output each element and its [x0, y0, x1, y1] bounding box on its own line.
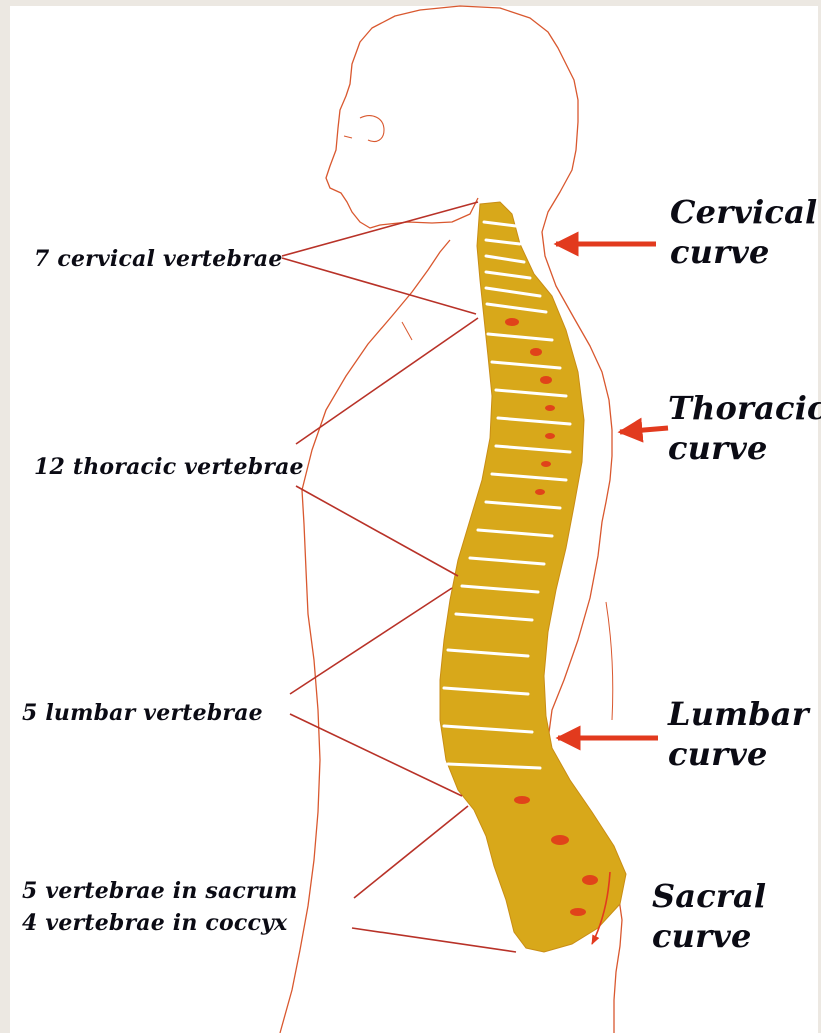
leader-thoracic-top — [296, 318, 478, 444]
label-lumbar-curve-line2: curve — [668, 734, 809, 774]
label-sacral-curve: Sacral curve — [652, 876, 766, 956]
label-coccyx-vertebrae: 4 vertebrae in coccyx — [22, 910, 287, 936]
leader-coccyx — [352, 928, 516, 952]
leader-lumbar-top — [290, 588, 452, 694]
label-sacral-curve-line1: Sacral — [652, 876, 766, 916]
label-lumbar-vertebrae: 5 lumbar vertebrae — [22, 700, 263, 726]
label-sacral-curve-line2: curve — [652, 916, 766, 956]
thoracic-curve-arrow — [620, 428, 668, 432]
label-thoracic-curve-line1: Thoracic — [668, 388, 821, 428]
label-cervical-curve-line2: curve — [670, 232, 817, 272]
label-cervical-curve: Cervical curve — [670, 192, 817, 272]
ear-outline — [360, 116, 384, 142]
eye-detail — [344, 136, 352, 138]
leader-thoracic-bottom — [296, 486, 458, 576]
label-sacrum-vertebrae: 5 vertebrae in sacrum — [22, 878, 298, 904]
label-cervical-vertebrae: 7 cervical vertebrae — [34, 246, 283, 272]
label-lumbar-curve-line1: Lumbar — [668, 694, 809, 734]
spinal-column — [440, 202, 626, 952]
label-thoracic-vertebrae: 12 thoracic vertebrae — [34, 454, 304, 480]
collar-line — [402, 322, 412, 340]
label-thoracic-curve: Thoracic curve — [668, 388, 821, 468]
leader-lumbar-bottom — [290, 714, 462, 796]
leader-sacrum — [354, 806, 468, 898]
label-cervical-curve-line1: Cervical — [670, 192, 817, 232]
arm-line — [606, 602, 613, 720]
leader-cervical-bottom — [282, 258, 476, 314]
label-lumbar-curve: Lumbar curve — [668, 694, 809, 774]
leader-cervical-top — [282, 202, 478, 256]
spine-body — [440, 202, 626, 952]
label-thoracic-curve-line2: curve — [668, 428, 821, 468]
